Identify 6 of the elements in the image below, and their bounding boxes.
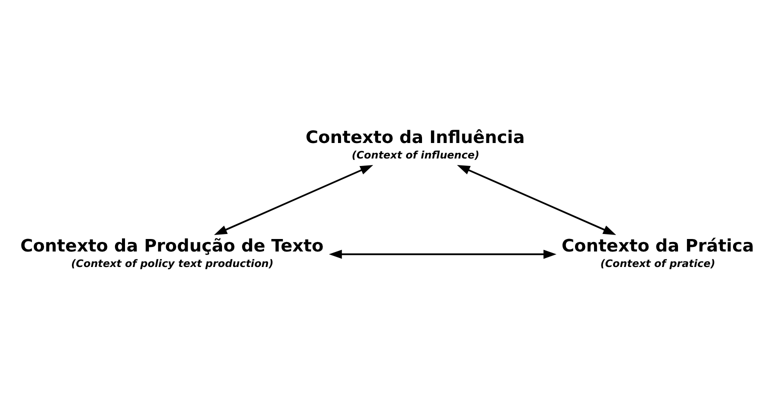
arrow	[328, 250, 556, 259]
arrow	[456, 164, 616, 235]
arrow	[214, 164, 374, 235]
node-text: Contexto da Produção de Texto (Context of policy text production)	[20, 236, 324, 270]
node-text: Contexto da Influência (Context of influence)	[306, 128, 525, 162]
node-text: Contexto da Prática (Context of pratice)	[562, 236, 754, 270]
